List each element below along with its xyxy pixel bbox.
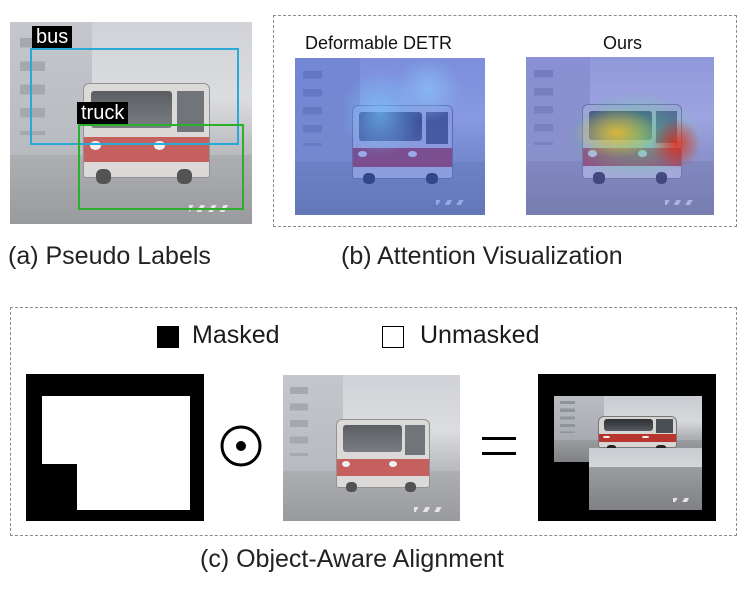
deformable-detr-attention-map <box>295 58 485 215</box>
attention-visualization-panel <box>273 15 737 227</box>
equals-sign <box>482 437 516 457</box>
attention-visualization-caption: (b) Attention Visualization <box>341 242 623 270</box>
pseudo-labels-caption: (a) Pseudo Labels <box>8 242 211 270</box>
unmasked-legend-swatch <box>382 326 404 348</box>
masked-legend-label: Masked <box>192 321 280 349</box>
object-aware-alignment-caption: (c) Object-Aware Alignment <box>200 545 504 573</box>
elementwise-product-operator <box>219 424 263 468</box>
ours-attention-map <box>526 57 714 215</box>
masked-legend-swatch <box>157 326 179 348</box>
masked-output-image <box>538 374 716 521</box>
object-mask <box>26 374 204 521</box>
pseudo-label-image <box>10 22 252 224</box>
input-image <box>283 375 460 521</box>
ours-title: Ours <box>603 33 643 53</box>
unmasked-legend-label: Unmasked <box>420 321 540 349</box>
bus-box-label: bus <box>32 26 73 48</box>
truck-box-label: truck <box>77 102 129 124</box>
object-aware-alignment-panel <box>10 307 737 536</box>
deformable-detr-title: Deformable DETR <box>305 33 453 53</box>
bus-bounding-box <box>30 48 239 145</box>
truck-bounding-box <box>78 124 244 210</box>
